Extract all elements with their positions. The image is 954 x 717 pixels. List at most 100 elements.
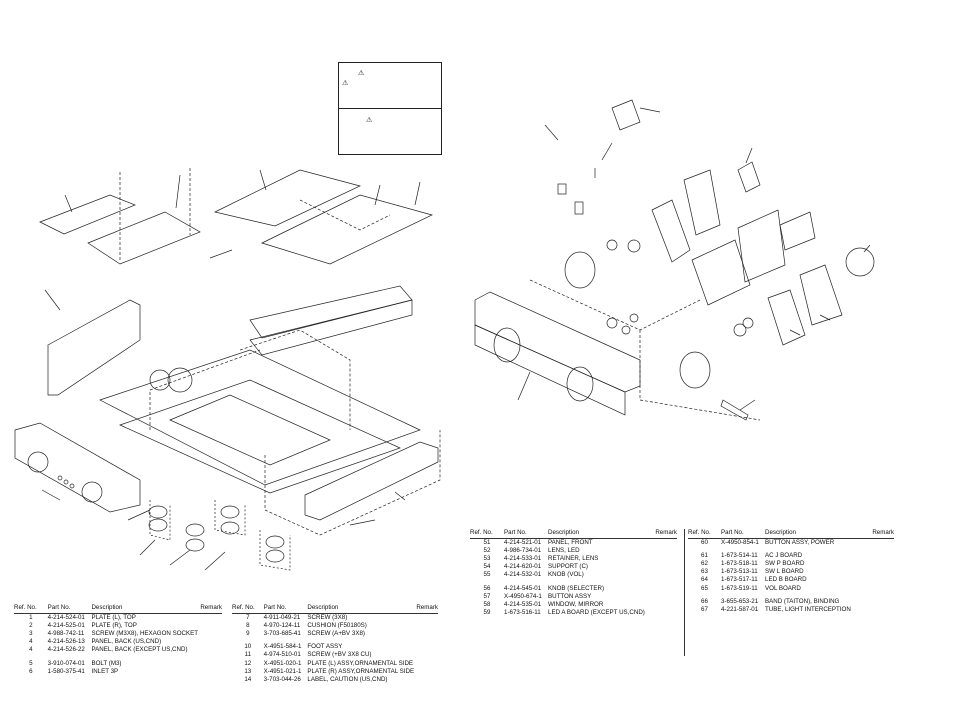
remark-cell: [198, 646, 222, 654]
part-no-cell: 1-673-513-11: [721, 568, 758, 576]
ref-no-cell: 8: [246, 622, 250, 630]
ref-no-cell: 62: [701, 560, 708, 568]
col-description: Description: [91, 604, 199, 615]
description-cell: SUPPORT (C): [548, 563, 588, 571]
col-remark: Remark: [198, 604, 222, 615]
description-cell: PLATE (L), TOP: [91, 614, 136, 622]
part-no-cell: 4-970-124-11: [263, 622, 301, 630]
remark-cell: [653, 601, 677, 609]
remark-cell: [414, 614, 438, 623]
col-remark: Remark: [870, 529, 894, 540]
description-cell: TUBE, LIGHT INTERCEPTION: [765, 605, 851, 613]
ref-no-cell: 5: [29, 659, 33, 667]
description-cell: BAND (TAITON), BINDING: [765, 597, 840, 605]
description-cell: CUSHION (F50180S): [307, 622, 367, 630]
warning-symbol: ⚠: [366, 117, 373, 124]
remark-cell: [653, 555, 677, 563]
description-cell: PLATE (L) ASSY,ORNAMENTAL SIDE: [307, 659, 414, 667]
ref-no-cell: 64: [701, 576, 708, 584]
remark-cell: [198, 638, 222, 646]
table-row: 5 3-910-074-01 BOLT (M3): [14, 660, 222, 668]
table-row: 8 4-970-124-11 CUSHION (F50180S): [232, 622, 438, 630]
part-no-cell: 4-988-742-11: [47, 630, 85, 638]
description-cell: BUTTON ASSY: [548, 592, 592, 600]
table-row: 57 X-4950-674-1 BUTTON ASSY: [470, 593, 677, 601]
remark-cell: [653, 585, 677, 593]
part-no-cell: 4-214-521-01: [504, 539, 542, 547]
ref-no-cell: 59: [483, 608, 491, 616]
part-no-cell: X-4950-854-1: [721, 539, 759, 547]
ref-no-cell: 10: [244, 643, 252, 651]
description-cell: BUTTON ASSY, POWER: [765, 539, 835, 547]
part-no-cell: 4-986-734-01: [504, 547, 542, 555]
ref-no-cell: 67: [701, 605, 708, 613]
part-no-cell: 3-655-653-21: [721, 597, 759, 605]
part-no-cell: 3-910-074-01: [47, 659, 85, 667]
warning-symbol: ⚠: [358, 70, 365, 77]
ref-no-cell: 58: [483, 600, 491, 608]
part-no-cell: 4-214-525-01: [47, 622, 85, 630]
description-cell: BOLT (M3): [91, 659, 122, 667]
note-divider: [339, 108, 441, 109]
col-remark: Remark: [653, 529, 677, 540]
ref-no-cell: 51: [483, 539, 491, 547]
remark-cell: [653, 593, 677, 601]
description-cell: PANEL, BACK (EXCEPT US,CND): [91, 646, 188, 654]
ref-no-cell: 2: [29, 622, 33, 630]
description-cell: WINDOW, MIRROR: [548, 600, 604, 608]
ref-no-cell: 54: [483, 563, 491, 571]
col-description: Description: [548, 529, 653, 540]
description-cell: AC J BOARD: [765, 552, 803, 560]
remark-cell: [198, 668, 222, 676]
remark-cell: [414, 630, 438, 638]
remark-cell: [198, 630, 222, 638]
part-no-cell: 4-214-533-01: [504, 555, 542, 563]
description-cell: INLET 3P: [91, 667, 119, 675]
description-cell: PANEL, BACK (US,CND): [91, 638, 162, 646]
ref-no-cell: 63: [701, 568, 708, 576]
description-cell: SCREW (3X8): [307, 614, 348, 622]
remark-cell: [653, 609, 677, 617]
description-cell: KNOB (SELECTER): [548, 584, 605, 592]
ref-no-cell: 4: [29, 646, 33, 654]
part-no-cell: X-4951-020-1: [263, 659, 302, 667]
note-box: ⚠ ⚠ ⚠: [338, 62, 442, 155]
remark-cell: [653, 539, 677, 548]
description-cell: FOOT ASSY: [307, 643, 343, 651]
ref-no-cell: 65: [701, 584, 708, 592]
col-ref-no: Ref. No.: [14, 604, 48, 615]
remark-cell: [870, 552, 894, 560]
col-part-no: Part No.: [263, 604, 308, 615]
ref-no-cell: 13: [244, 667, 252, 675]
ref-no-cell: 6: [29, 667, 33, 675]
ref-no-cell: 3: [29, 630, 33, 638]
ref-no-cell: 57: [483, 592, 491, 600]
ref-no-cell: 61: [701, 552, 708, 560]
part-no-cell: X-4950-674-1: [504, 592, 542, 600]
part-no-cell: 4-214-524-01: [47, 614, 85, 622]
remark-cell: [870, 598, 894, 606]
ref-no-cell: 56: [483, 584, 491, 592]
remark-cell: [414, 668, 438, 676]
part-no-cell: X-4951-021-1: [263, 667, 302, 675]
part-no-cell: 1-580-375-41: [47, 667, 85, 675]
